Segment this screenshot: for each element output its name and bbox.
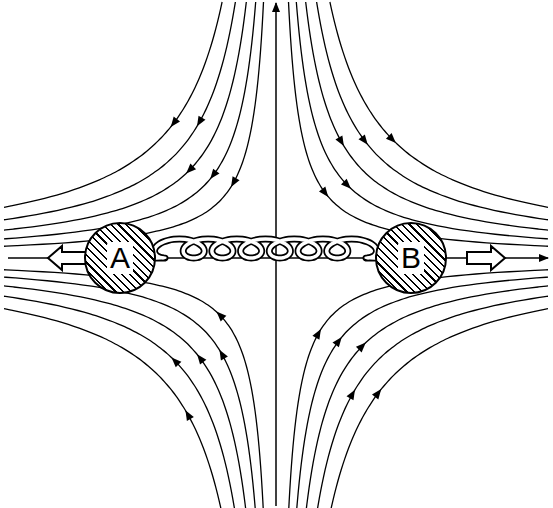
streamline (289, 270, 549, 508)
spring (154, 239, 376, 258)
flow-arrowhead (359, 134, 371, 147)
flow-arrowhead (194, 352, 206, 365)
streamline (306, 286, 548, 508)
streamline (296, 2, 548, 239)
streamline (289, 2, 549, 246)
streamline (4, 2, 256, 239)
streamline (4, 286, 246, 508)
flow-arrowhead (194, 116, 206, 129)
stretch-arrow (48, 246, 86, 270)
bead-label: B (398, 242, 424, 274)
flow-arrowhead (341, 179, 354, 192)
flow-arrowhead (169, 355, 182, 368)
streamline (306, 2, 548, 230)
streamline (330, 2, 548, 207)
flow-arrowhead (347, 388, 359, 401)
bead-circle: B (375, 222, 447, 294)
streamline (4, 2, 246, 230)
streamline (4, 2, 235, 220)
flow-arrowhead (333, 334, 345, 347)
streamline (317, 2, 548, 220)
flow-arrowhead (312, 327, 324, 340)
stretch-arrow (467, 246, 505, 270)
streamline (4, 296, 235, 508)
streamlines (4, 2, 548, 508)
streamline (4, 309, 222, 508)
streamline (296, 277, 548, 508)
spring-core (154, 239, 376, 258)
streamline (317, 296, 548, 508)
flow-arrowhead (228, 176, 240, 189)
flow-arrowhead (386, 133, 399, 146)
flow-arrowhead (207, 169, 219, 182)
flow-arrowhead (182, 408, 194, 421)
flow-arrowhead (319, 187, 331, 200)
streamline (4, 270, 264, 508)
flow-arrowhead (214, 309, 227, 322)
flow-arrowhead (335, 135, 347, 148)
flow-arrowhead (356, 340, 369, 353)
flow-arrowhead (372, 387, 384, 400)
flow-arrowhead (183, 164, 196, 177)
flow-arrowhead (168, 117, 180, 130)
streamline (4, 277, 256, 508)
bead-label: A (107, 242, 133, 274)
streamline (330, 309, 548, 508)
flow-arrowhead (216, 348, 228, 361)
spring-outline (154, 239, 376, 258)
streamline (4, 2, 264, 246)
bead-circle: A (84, 222, 156, 294)
streamline (4, 2, 222, 207)
